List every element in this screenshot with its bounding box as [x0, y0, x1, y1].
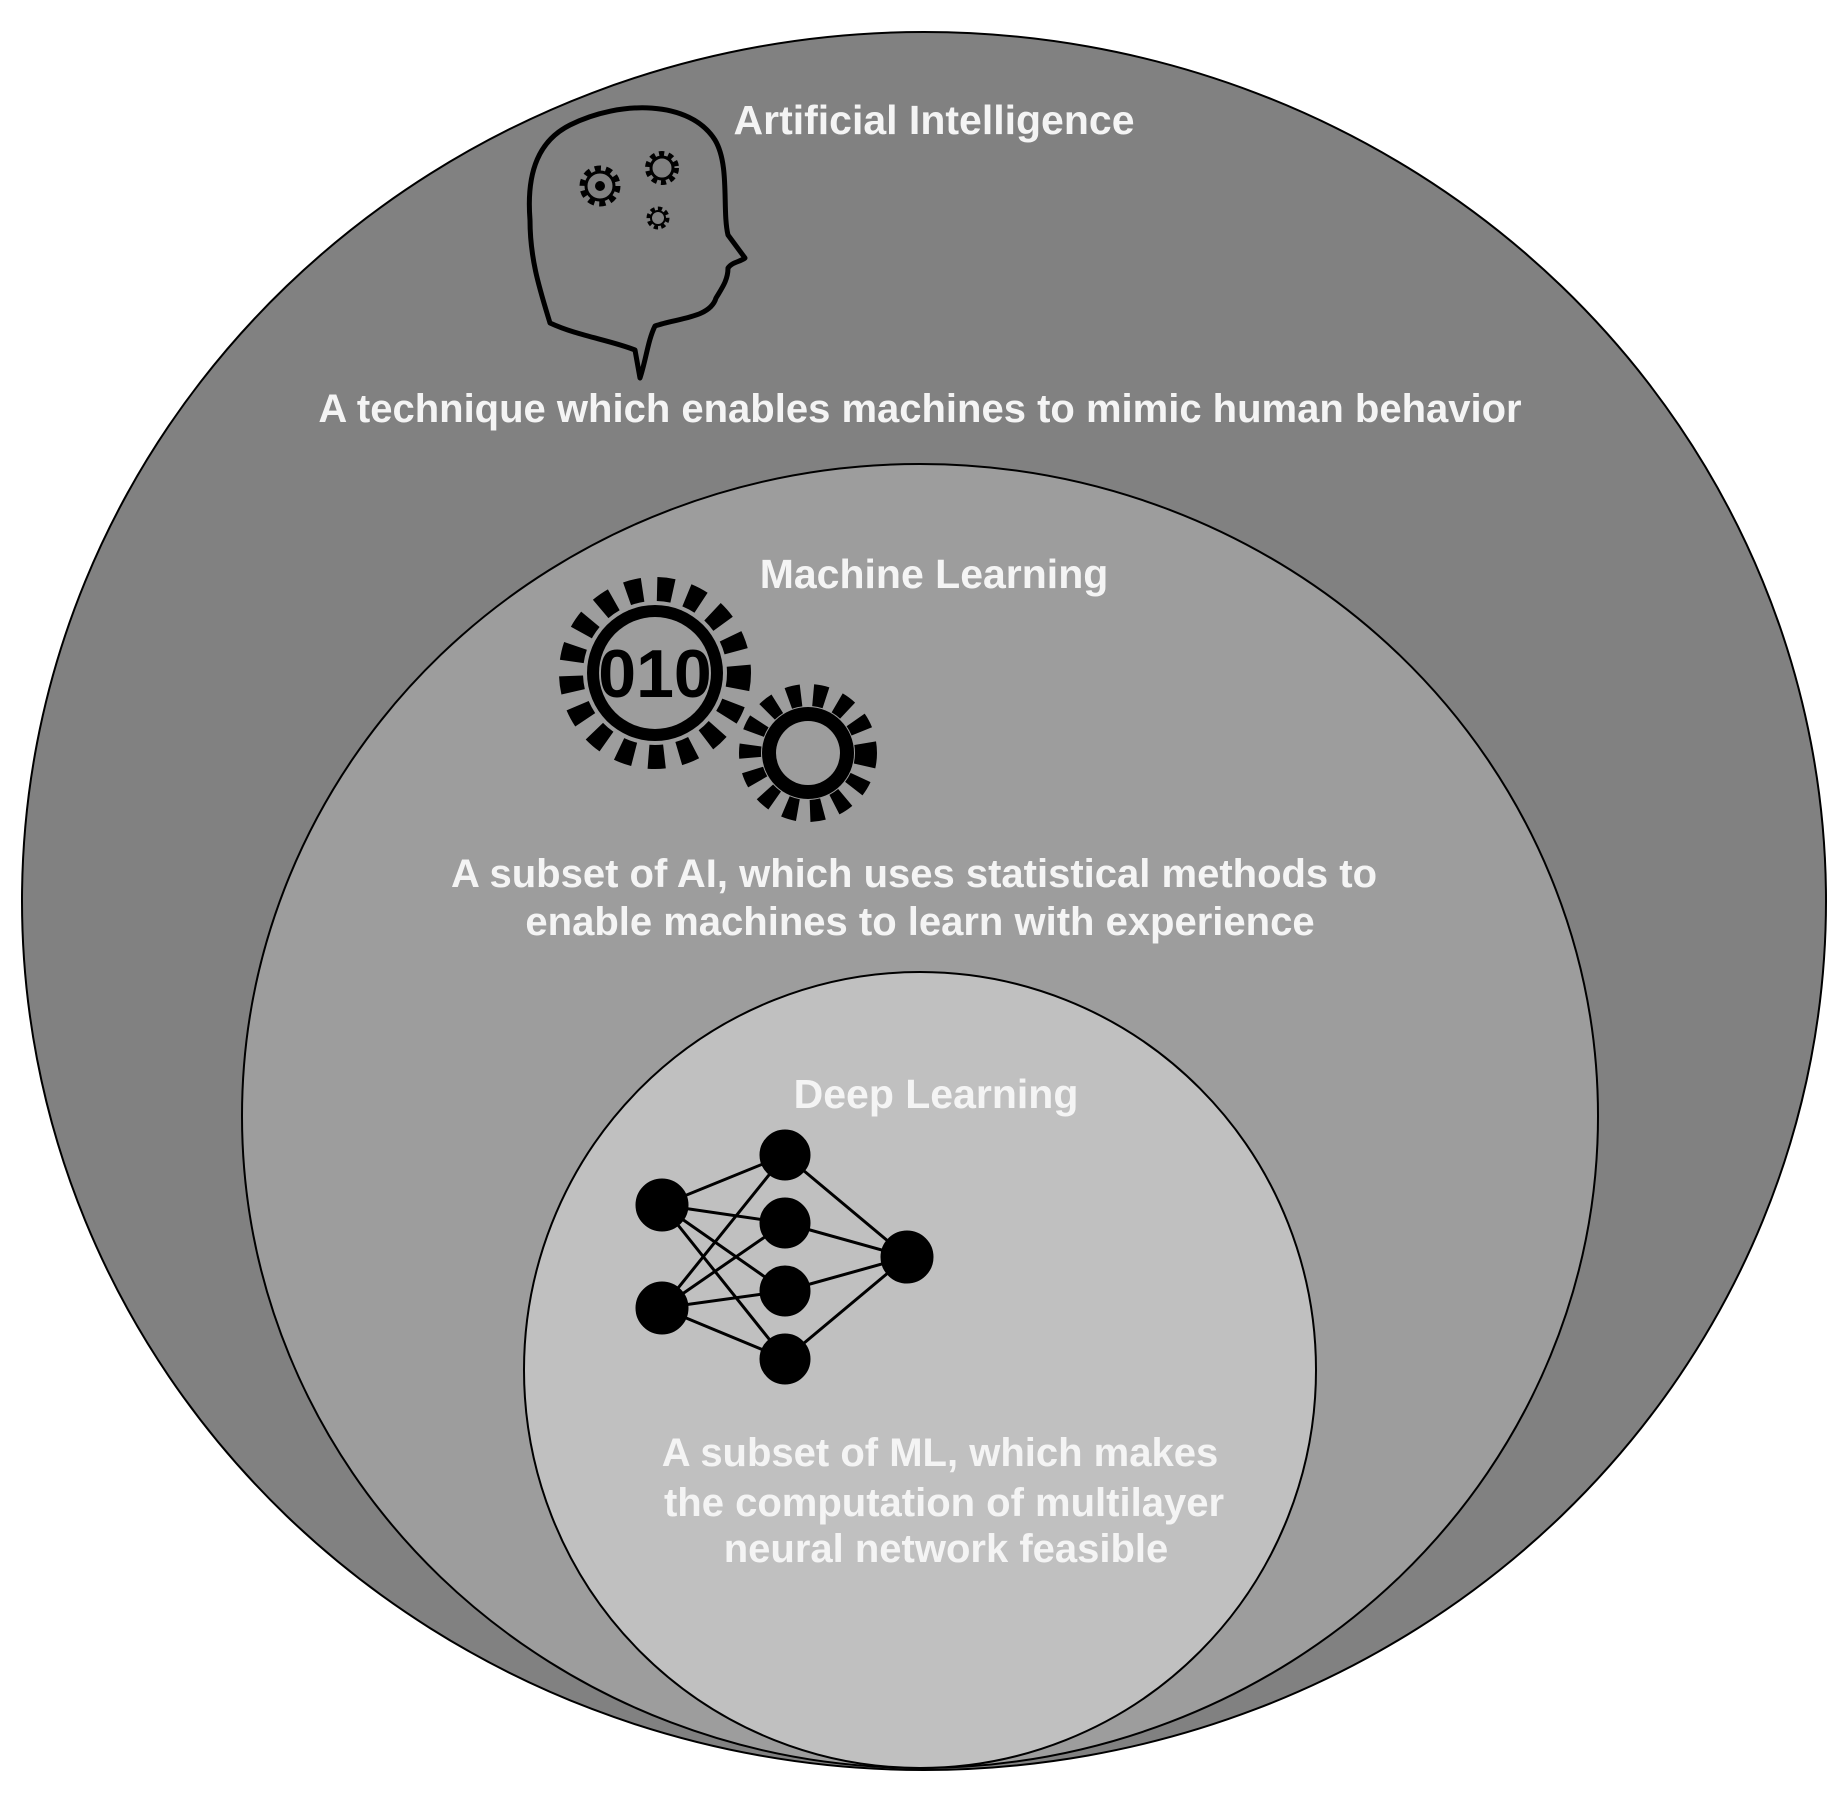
ai-title: Artificial Intelligence — [734, 97, 1135, 143]
ai-description: A technique which enables machines to mi… — [318, 387, 1521, 431]
head-with-gears-icon — [526, 105, 748, 381]
dl-circle — [523, 971, 1317, 1769]
dl-description-line-2: the computation of multilayer — [664, 1481, 1224, 1525]
dl-title: Deep Learning — [794, 1071, 1079, 1117]
svg-text:010: 010 — [598, 636, 711, 712]
ml-description-line-1: A subset of AI, which uses statistical m… — [451, 852, 1377, 896]
ml-title: Machine Learning — [760, 551, 1109, 597]
ml-description-line-2: enable machines to learn with experience — [525, 900, 1314, 944]
neural-network-icon — [635, 1129, 934, 1385]
dl-description-line-3: neural network feasible — [724, 1527, 1169, 1571]
binary-gears-icon: 010 — [559, 577, 877, 822]
dl-region: Deep Learning A subset of — [523, 971, 1317, 1769]
dl-description-line-1: A subset of ML, which makes — [662, 1431, 1218, 1475]
